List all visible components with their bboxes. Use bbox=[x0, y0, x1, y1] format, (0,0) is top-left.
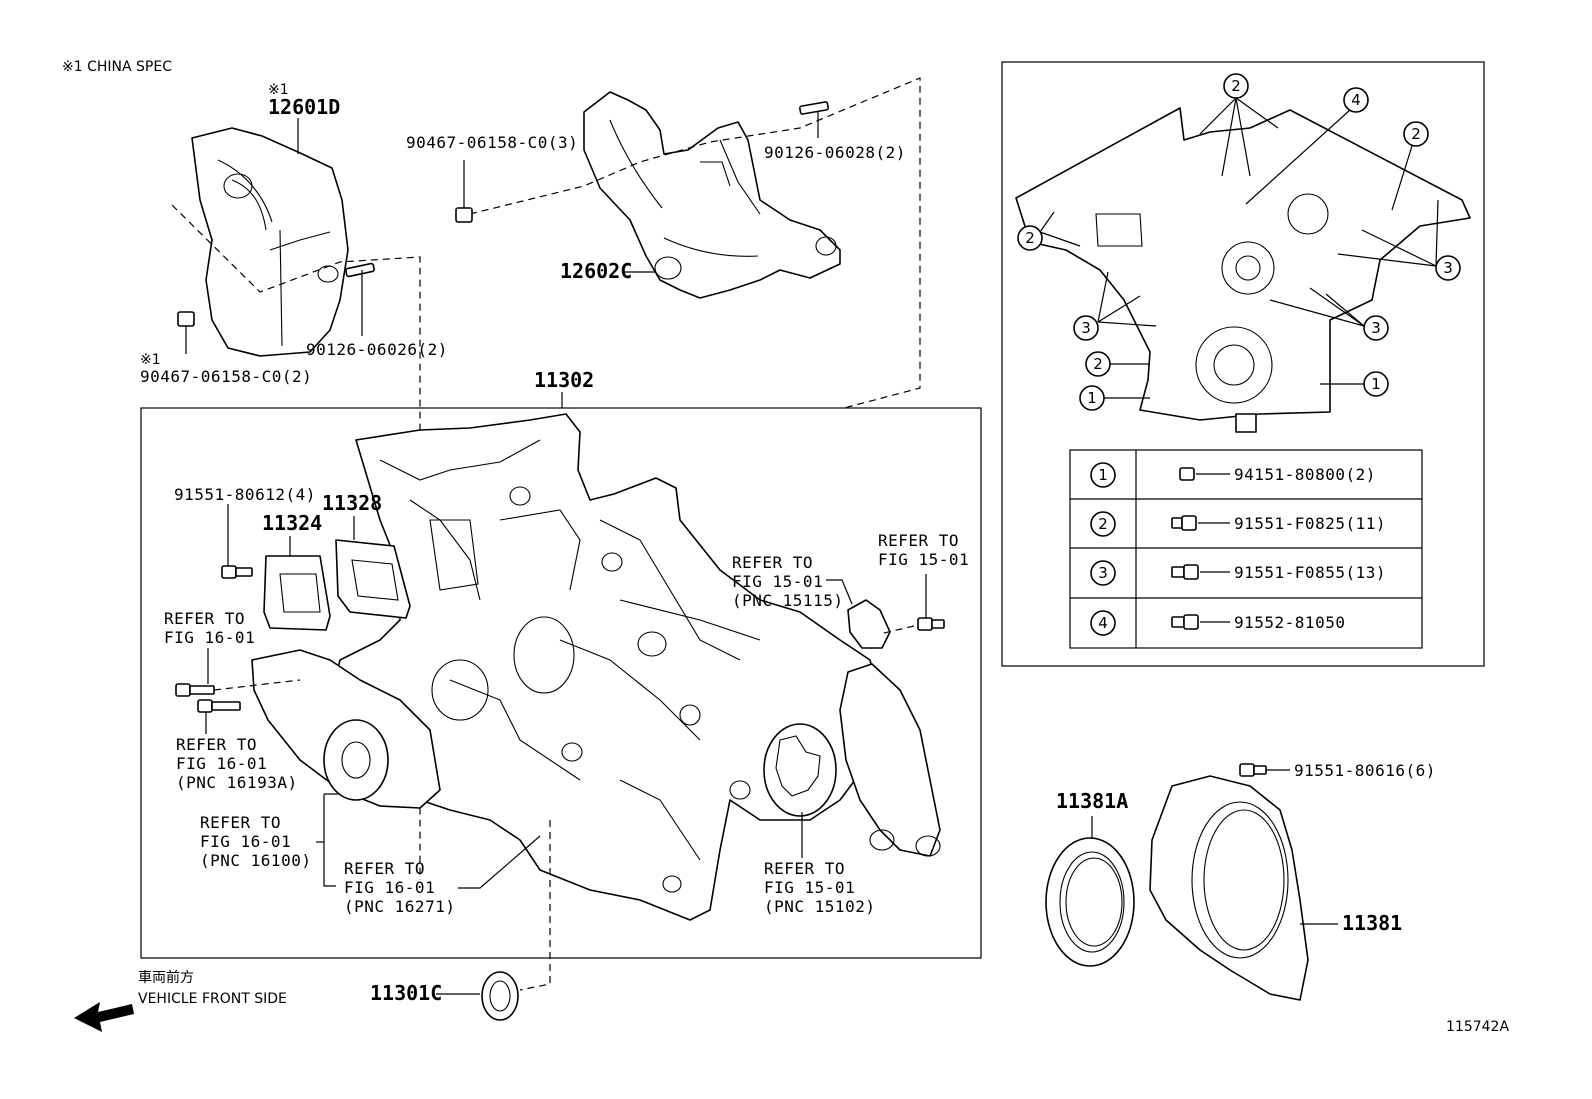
oil-pump-rotor[interactable] bbox=[763, 723, 837, 817]
gasket-11328[interactable] bbox=[335, 539, 411, 619]
mark-90467-2: ※1 bbox=[140, 352, 161, 368]
front-note-en: VEHICLE FRONT SIDE bbox=[138, 991, 287, 1007]
refer-fig16-a-line1: REFER TO bbox=[164, 609, 245, 628]
inset-callout-2-right[interactable]: 2 bbox=[1403, 121, 1429, 147]
bolt-fig15-01[interactable] bbox=[917, 574, 945, 631]
legend-row-4[interactable]: 4 91552-81050 bbox=[1090, 610, 1345, 636]
svg-text:94151-80800(2): 94151-80800(2) bbox=[1234, 465, 1376, 484]
svg-text:3: 3 bbox=[1443, 259, 1453, 277]
inset-callout-1-left[interactable]: 1 bbox=[1079, 385, 1105, 411]
svg-text:3: 3 bbox=[1081, 319, 1091, 337]
refer-fig16-d-line2[interactable]: FIG 16-01 bbox=[344, 878, 435, 897]
refer-fig15-a-line2[interactable]: FIG 15-01 bbox=[732, 572, 823, 591]
svg-text:4: 4 bbox=[1098, 614, 1108, 632]
label-90467-06158-c0-3[interactable]: 90467-06158-C0(3) bbox=[406, 133, 578, 152]
label-12602c[interactable]: 12602C bbox=[560, 259, 632, 283]
svg-text:91551-F0855(13): 91551-F0855(13) bbox=[1234, 563, 1386, 582]
inset-callout-1-right[interactable]: 1 bbox=[1363, 371, 1389, 397]
main-assembly-frame bbox=[140, 407, 982, 959]
inset-callout-4[interactable]: 4 bbox=[1343, 87, 1369, 113]
label-11381a[interactable]: 11381A bbox=[1056, 789, 1128, 813]
refer-fig16-b-line2[interactable]: FIG 16-01 bbox=[176, 754, 267, 773]
svg-text:2: 2 bbox=[1025, 229, 1035, 247]
timing-cover-12602c[interactable] bbox=[583, 91, 841, 299]
rear-oil-seal-11381a[interactable] bbox=[1045, 837, 1135, 967]
inset-bolt-position-frame bbox=[1001, 61, 1485, 667]
bolt-legend-table: 1 94151-80800(2) 2 91551-F0825(11) 3 915… bbox=[1069, 449, 1423, 649]
inset-callout-3-right[interactable]: 3 bbox=[1363, 315, 1389, 341]
label-90467-06158-c0-2[interactable]: 90467-06158-C0(2) bbox=[140, 367, 312, 386]
inset-callout-3-right-top[interactable]: 3 bbox=[1435, 255, 1461, 281]
label-91551-80616[interactable]: 91551-80616(6) bbox=[1294, 761, 1436, 780]
stud-bolt-90126-06028[interactable] bbox=[799, 101, 829, 138]
svg-text:4: 4 bbox=[1351, 91, 1361, 109]
refer-fig16-c-line1: REFER TO bbox=[200, 813, 281, 832]
rear-seal-retainer-11381[interactable] bbox=[1149, 775, 1309, 1001]
svg-text:1: 1 bbox=[1087, 389, 1097, 407]
bolt-91551-80612[interactable] bbox=[221, 504, 253, 579]
refer-fig15-c-line3[interactable]: (PNC 15102) bbox=[764, 897, 875, 916]
svg-text:2: 2 bbox=[1231, 77, 1241, 95]
refer-fig16-d-line3[interactable]: (PNC 16271) bbox=[344, 897, 455, 916]
svg-text:2: 2 bbox=[1411, 125, 1421, 143]
svg-text:3: 3 bbox=[1371, 319, 1381, 337]
svg-text:1: 1 bbox=[1098, 466, 1108, 484]
bolt-fig16-01-a[interactable] bbox=[175, 648, 215, 697]
refer-fig15-c-line2[interactable]: FIG 15-01 bbox=[764, 878, 855, 897]
legend-row-2[interactable]: 2 91551-F0825(11) bbox=[1090, 511, 1386, 537]
refer-fig16-d-line1: REFER TO bbox=[344, 859, 425, 878]
refer-fig16-c-line3[interactable]: (PNC 16100) bbox=[200, 851, 311, 870]
water-outlet-housing[interactable] bbox=[839, 663, 941, 857]
label-11381[interactable]: 11381 bbox=[1342, 911, 1402, 935]
svg-text:2: 2 bbox=[1098, 515, 1108, 533]
inset-callout-3-left[interactable]: 3 bbox=[1073, 315, 1099, 341]
refer-fig15-c-line1: REFER TO bbox=[764, 859, 845, 878]
front-note-jp: 車両前方 bbox=[138, 969, 194, 986]
legend-row-1[interactable]: 1 94151-80800(2) bbox=[1090, 462, 1376, 488]
nut-90467-06158-c0-3[interactable] bbox=[455, 160, 473, 223]
diagram-id: 115742A bbox=[1446, 1019, 1509, 1035]
refer-fig15-a-line1: REFER TO bbox=[732, 553, 813, 572]
inset-cover-outline[interactable] bbox=[1015, 107, 1471, 433]
inset-callouts: 2 4 2 2 3 3 3 2 1 1 bbox=[1017, 73, 1461, 411]
water-pump[interactable] bbox=[251, 649, 441, 809]
label-11324[interactable]: 11324 bbox=[262, 511, 322, 535]
bolt-91551-80616[interactable] bbox=[1239, 763, 1290, 777]
inset-callout-2-top[interactable]: 2 bbox=[1223, 73, 1249, 99]
svg-text:3: 3 bbox=[1098, 564, 1108, 582]
refer-fig16-b-line3[interactable]: (PNC 16193A) bbox=[176, 773, 298, 792]
stud-bolt-90126-06026[interactable] bbox=[345, 262, 375, 336]
svg-text:2: 2 bbox=[1093, 355, 1103, 373]
refer-fig16-a-line2[interactable]: FIG 16-01 bbox=[164, 628, 255, 647]
water-inlet-part-15115[interactable] bbox=[847, 599, 891, 649]
nut-90467-06158-c0-2[interactable] bbox=[177, 311, 195, 354]
svg-text:91551-F0825(11): 91551-F0825(11) bbox=[1234, 514, 1386, 533]
bolt-fig16-01-b[interactable] bbox=[197, 699, 241, 734]
timing-chain-cover-11302[interactable] bbox=[329, 413, 881, 921]
svg-text:1: 1 bbox=[1371, 375, 1381, 393]
cover-plate-11324[interactable] bbox=[263, 555, 331, 631]
inset-callout-2-left[interactable]: 2 bbox=[1017, 225, 1043, 251]
label-90126-06026[interactable]: 90126-06026(2) bbox=[306, 340, 448, 359]
refer-fig15-a-line3[interactable]: (PNC 15115) bbox=[732, 591, 843, 610]
label-90126-06028[interactable]: 90126-06028(2) bbox=[764, 143, 906, 162]
mark-12601d: ※1 bbox=[268, 82, 289, 98]
legend-row-3[interactable]: 3 91551-F0855(13) bbox=[1090, 560, 1386, 586]
label-11328[interactable]: 11328 bbox=[322, 491, 382, 515]
inset-callout-2-lower[interactable]: 2 bbox=[1085, 351, 1111, 377]
refer-fig16-c-line2[interactable]: FIG 16-01 bbox=[200, 832, 291, 851]
refer-fig16-b-line1: REFER TO bbox=[176, 735, 257, 754]
china-spec-note: ※1 CHINA SPEC bbox=[62, 59, 172, 75]
refer-fig15-b-line2[interactable]: FIG 15-01 bbox=[878, 550, 969, 569]
timing-cover-12601d[interactable] bbox=[191, 127, 349, 357]
refer-fig15-b-line1: REFER TO bbox=[878, 531, 959, 550]
label-91551-80612[interactable]: 91551-80612(4) bbox=[174, 485, 316, 504]
svg-text:91552-81050: 91552-81050 bbox=[1234, 613, 1345, 632]
label-11301c[interactable]: 11301C bbox=[370, 981, 442, 1005]
oil-seal-11301c[interactable] bbox=[481, 971, 519, 1021]
label-12601d[interactable]: 12601D bbox=[268, 95, 340, 119]
front-arrow-icon bbox=[74, 1002, 134, 1032]
label-11302[interactable]: 11302 bbox=[534, 368, 594, 392]
